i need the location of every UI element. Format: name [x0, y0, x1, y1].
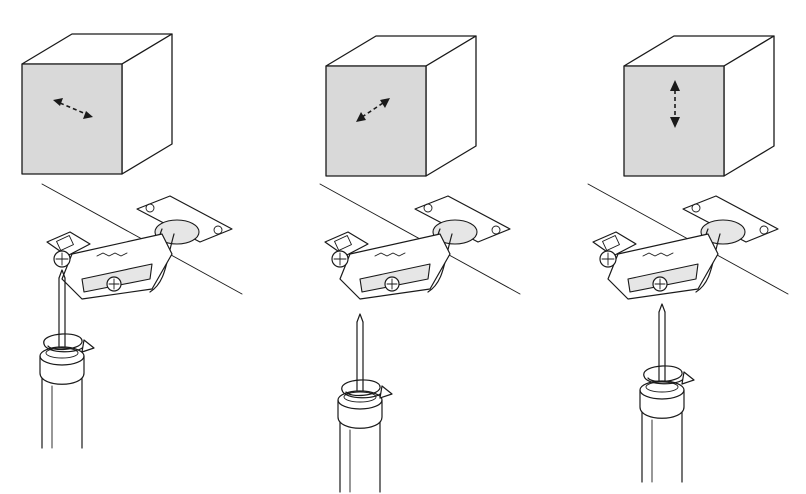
rotate-clockwise-arrow-icon	[43, 333, 95, 353]
rotate-clockwise-arrow-icon	[341, 379, 393, 399]
hinge-assembly-2	[319, 183, 521, 300]
panel-side-adjustment	[21, 33, 243, 449]
rotate-clockwise-arrow-icon	[643, 365, 695, 385]
double-arrow-vertical-icon	[670, 80, 680, 128]
cabinet-box-3	[623, 35, 775, 177]
double-arrow-horizontal-icon	[53, 98, 93, 119]
cabinet-box-1	[21, 33, 173, 175]
hinge-assembly-3	[587, 183, 789, 300]
cabinet-box-2	[325, 35, 477, 177]
screwdriver-1	[39, 269, 85, 449]
double-arrow-diagonal-icon	[356, 98, 390, 122]
screwdriver-3	[639, 303, 685, 483]
panel-depth-adjustment	[319, 35, 521, 493]
hinge-assembly-1	[41, 183, 243, 300]
panel-height-adjustment	[587, 35, 789, 483]
screwdriver-2	[337, 313, 383, 493]
